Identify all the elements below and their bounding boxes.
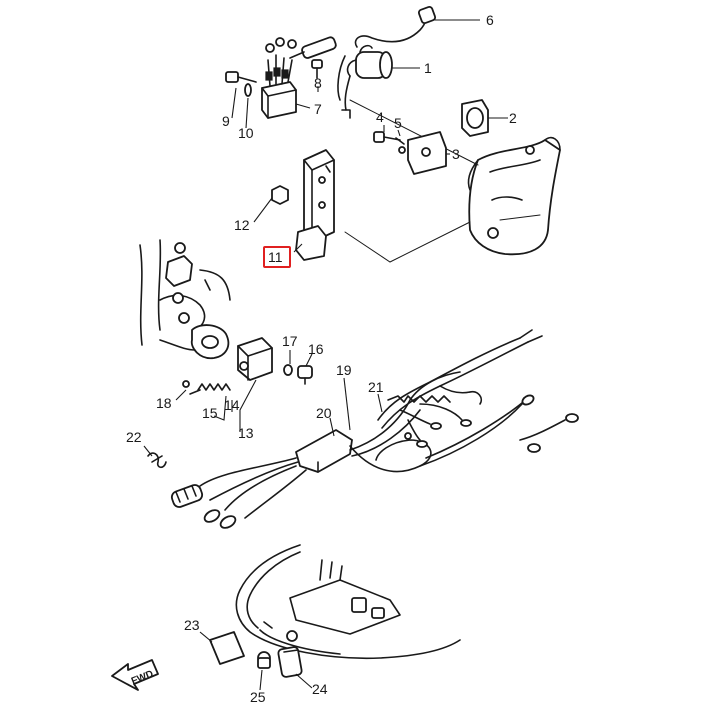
pin <box>182 380 201 395</box>
callout-19: 19 <box>336 362 352 378</box>
ignition-coil <box>337 44 393 119</box>
callout-21: 21 <box>368 379 384 395</box>
coil-clamp <box>461 99 489 137</box>
plug-25 <box>257 651 271 669</box>
callout-3: 3 <box>452 146 460 162</box>
forward-direction-arrow: FWD <box>111 659 159 691</box>
leader-lines <box>143 19 508 691</box>
screw <box>373 131 401 143</box>
callout-15: 15 <box>202 405 218 421</box>
bolt-16 <box>297 365 313 385</box>
washer <box>244 83 252 97</box>
callout-17: 17 <box>282 333 298 349</box>
bolt-17 <box>283 364 293 376</box>
callout-2: 2 <box>509 110 517 126</box>
bracket-housing <box>467 136 561 256</box>
callout-24: 24 <box>312 681 328 697</box>
spring <box>197 383 231 391</box>
rubber-pad <box>209 631 245 665</box>
engine-block <box>139 239 231 360</box>
callout-4: 4 <box>376 109 384 125</box>
connector-plug <box>289 36 337 59</box>
assembly-line <box>344 221 471 263</box>
nut <box>271 185 289 205</box>
callout-14: 14 <box>224 397 240 413</box>
small-screw <box>311 59 323 79</box>
highlight-box <box>263 246 291 268</box>
callout-6: 6 <box>486 12 494 28</box>
screw-small <box>395 137 406 154</box>
callout-11: 11 <box>268 249 283 265</box>
callout-12: 12 <box>234 217 250 233</box>
callout-5: 5 <box>394 115 402 131</box>
callout-1: 1 <box>424 60 432 76</box>
assembly-line <box>349 99 479 166</box>
mounting-bracket <box>295 149 335 261</box>
callout-10: 10 <box>238 125 254 141</box>
callout-8: 8 <box>314 75 322 91</box>
grommet <box>277 646 303 678</box>
bolt <box>225 71 257 83</box>
callout-18: 18 <box>156 395 172 411</box>
lower-cowling <box>235 544 461 660</box>
callout-16: 16 <box>308 341 324 357</box>
callout-22: 22 <box>126 429 142 445</box>
wire-harness <box>170 329 579 529</box>
callout-labels: 6 1 2 3 4 5 7 8 9 10 11 12 18 15 14 13 1… <box>126 12 517 705</box>
spark-plug-wire <box>354 5 437 48</box>
callout-13: 13 <box>238 425 254 441</box>
callout-20: 20 <box>316 405 332 421</box>
mount-plate <box>407 131 447 175</box>
callout-7: 7 <box>314 101 322 117</box>
cable-clip <box>147 452 167 469</box>
rectifier-unit <box>261 37 297 119</box>
callout-23: 23 <box>184 617 200 633</box>
callout-9: 9 <box>222 113 230 129</box>
sensor-unit <box>237 337 273 381</box>
callout-25: 25 <box>250 689 266 705</box>
